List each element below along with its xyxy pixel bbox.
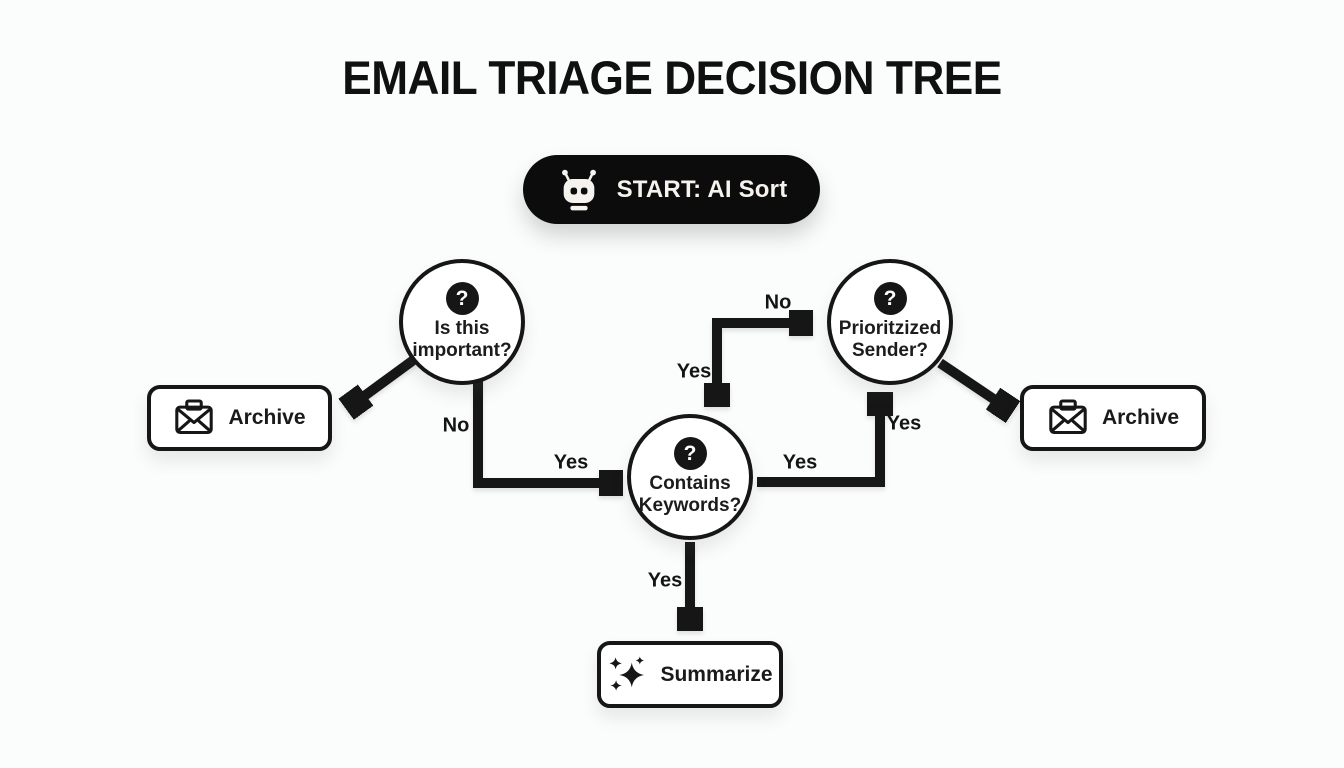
decision-label-line2: Keywords? xyxy=(638,495,742,516)
edge-label-important-yes: Yes xyxy=(553,451,589,474)
start-label: START: AI Sort xyxy=(616,175,788,203)
action-label: Archive xyxy=(1101,406,1180,429)
edge-keywords-to-prioritzized xyxy=(757,399,880,487)
archive-envelope-icon xyxy=(1047,399,1089,437)
diagram-title: EMAIL TRIAGE DECISION TREE xyxy=(342,51,1002,104)
robot-icon xyxy=(556,167,602,213)
decision-label-line2: important? xyxy=(412,340,512,361)
action-archive-left: Archive xyxy=(147,385,332,451)
decision-label-line1: Contains xyxy=(649,473,731,494)
action-archive-right: Archive xyxy=(1020,385,1206,451)
edge-label-keywords-yes-vertical: Yes xyxy=(886,412,922,435)
edge-label-summarize-yes: Yes xyxy=(647,569,683,592)
archive-envelope-icon xyxy=(173,399,215,437)
decision-prioritzized-sender: ? Prioritzized Sender? xyxy=(827,259,953,385)
edge-label-important-no: No xyxy=(442,414,470,437)
question-icon: ? xyxy=(673,437,707,470)
edge-important-to-archive-left xyxy=(352,351,422,405)
action-summarize: Summarize xyxy=(597,641,783,708)
question-icon: ? xyxy=(873,282,907,315)
decision-label-line1: Is this xyxy=(434,318,490,339)
edge-prioritzized-to-archive-right xyxy=(937,358,1007,408)
edge-label-branch-yes: Yes xyxy=(676,360,712,383)
decision-label-line1: Prioritzized xyxy=(838,318,942,339)
edge-label-keywords-yes-horizontal: Yes xyxy=(782,451,818,474)
action-label: Archive xyxy=(228,406,306,429)
edge-label-branch-no: No xyxy=(764,291,792,314)
question-icon: ? xyxy=(445,282,479,315)
sparkles-icon xyxy=(607,655,647,694)
start-node: START: AI Sort xyxy=(523,155,820,224)
decision-label-line2: Sender? xyxy=(851,340,929,361)
decision-contains-keywords: ? Contains Keywords? xyxy=(627,414,753,540)
action-label: Summarize xyxy=(660,662,773,686)
decision-is-this-important: ? Is this important? xyxy=(399,259,525,385)
